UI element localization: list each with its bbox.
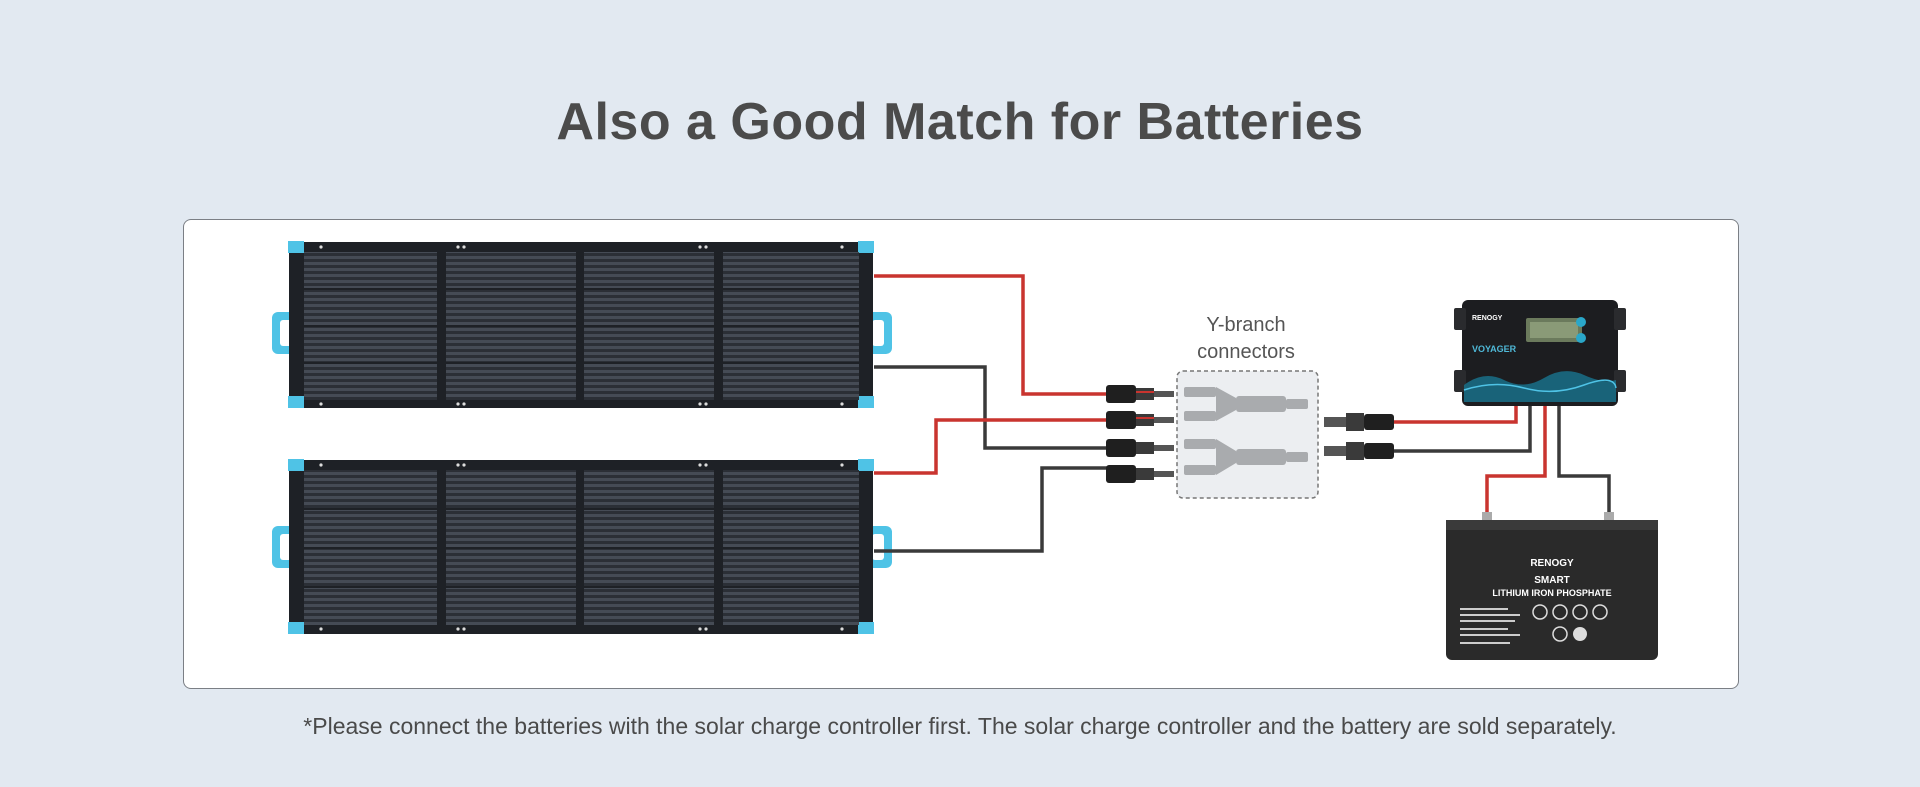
- wiring-diagram: Y-branch connectors: [272, 241, 1658, 660]
- battery-line1: SMART: [1534, 575, 1570, 586]
- controller-brand: RENOGY: [1472, 315, 1503, 322]
- battery-line2: LITHIUM IRON PHOSPHATE: [1492, 588, 1611, 598]
- battery-warning-icon: [1573, 627, 1587, 641]
- solar-panel-bottom: [272, 459, 892, 634]
- mc4-connectors-output: [1324, 413, 1394, 460]
- wire-positive-to-controller: [1394, 406, 1518, 424]
- battery-warning-icon: [1552, 604, 1568, 620]
- wire-negative-panel-top: [874, 365, 1109, 450]
- solar-panel-top: [272, 241, 892, 408]
- y-branch-connectors: Y-branch connectors: [1176, 314, 1319, 499]
- page-title: Also a Good Match for Batteries: [556, 93, 1364, 151]
- charge-controller: RENOGY VOYAGER: [1454, 300, 1626, 406]
- battery: RENOGY SMART LITHIUM IRON PHOSPHATE: [1446, 512, 1658, 660]
- battery-terminal-negative: [1604, 512, 1614, 522]
- diagram-card: Y-branch connectors: [183, 219, 1739, 689]
- controller-button: [1576, 333, 1586, 343]
- battery-warning-icon: [1532, 604, 1548, 620]
- footnote: *Please connect the batteries with the s…: [303, 713, 1617, 739]
- battery-terminal-positive: [1482, 512, 1492, 522]
- y-branch-label-line1: Y-branch: [1206, 314, 1285, 336]
- battery-warning-icon: [1572, 604, 1588, 620]
- battery-brand: RENOGY: [1530, 558, 1574, 569]
- wire-negative-to-battery: [1557, 406, 1611, 516]
- battery-warning-icon: [1592, 604, 1608, 620]
- y-branch-label-line2: connectors: [1197, 341, 1295, 363]
- wire-positive-to-battery: [1485, 406, 1547, 516]
- controller-model: VOYAGER: [1472, 344, 1517, 354]
- battery-warning-icon: [1552, 626, 1568, 642]
- wire-positive-panel-bottom: [874, 418, 1109, 475]
- wire-negative-to-controller: [1394, 406, 1532, 453]
- wire-negative-panel-bottom: [874, 466, 1109, 553]
- wire-positive-panel-top: [874, 274, 1109, 396]
- mc4-connectors-input: [1106, 385, 1174, 483]
- controller-wave-graphic: [1464, 371, 1616, 402]
- controller-button: [1576, 317, 1586, 327]
